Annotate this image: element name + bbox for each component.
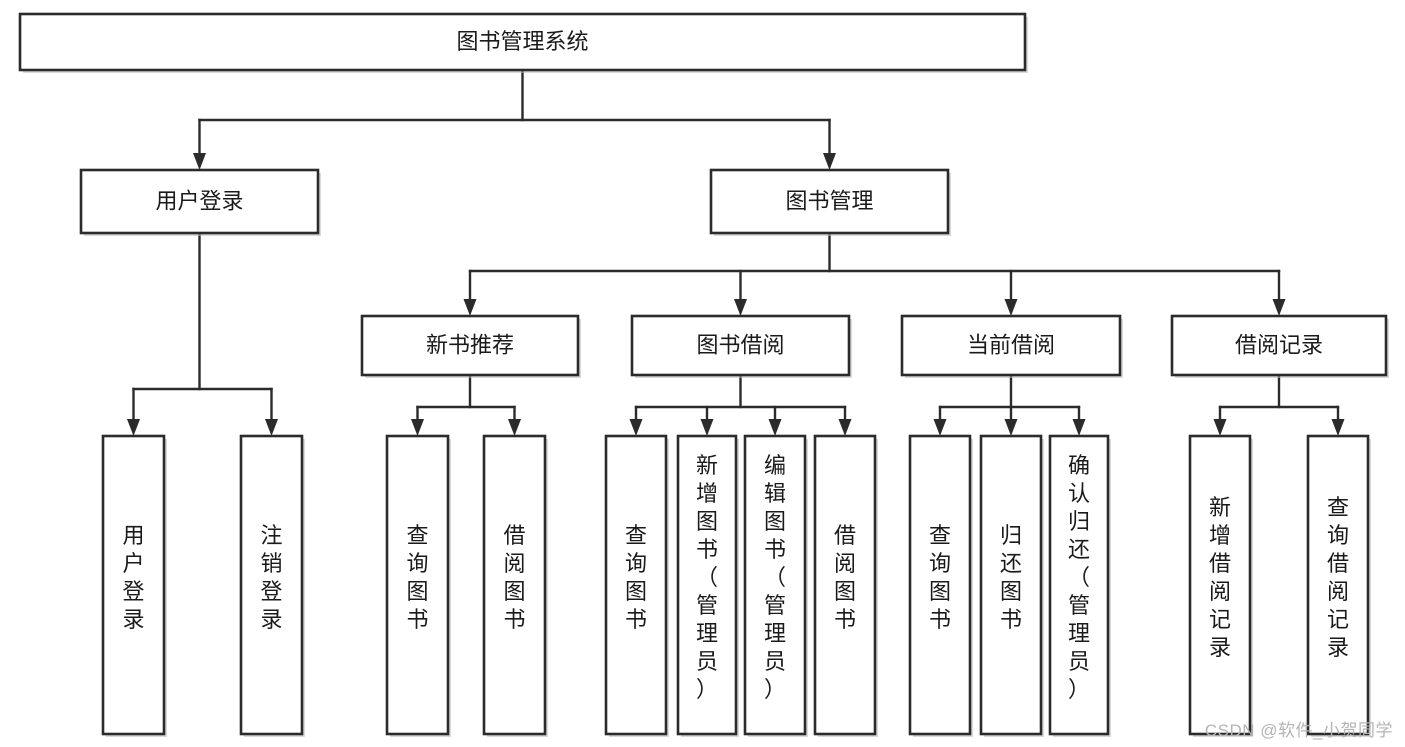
node-box[interactable]	[709, 168, 950, 235]
node-leaf-add-book[interactable]: 新增图书（管理员）	[676, 434, 739, 737]
node-leaf-query-book-3[interactable]: 查询图书	[908, 434, 973, 737]
watermark-label: CSDN @软件_小贺同学	[1204, 721, 1393, 740]
node-label: 借阅记录	[1235, 332, 1323, 357]
node-box[interactable]	[385, 434, 450, 736]
node-label: 图书借阅	[696, 332, 784, 357]
node-user-login[interactable]: 用户登录	[79, 168, 321, 236]
node-box[interactable]	[743, 434, 807, 736]
node-label: 编辑图书（管理员）	[764, 453, 786, 702]
node-box[interactable]	[1170, 314, 1388, 377]
arrow-head-icon	[768, 419, 782, 436]
edge-group-book-borrow	[629, 373, 852, 436]
arrow-head-icon	[700, 419, 714, 436]
node-label: 图书管理	[785, 188, 873, 213]
arrow-head-icon	[411, 419, 424, 436]
node-box[interactable]	[482, 434, 547, 736]
edge-group-new-book-recommend	[411, 373, 521, 436]
node-box[interactable]	[813, 434, 877, 736]
node-label: 当前借阅	[967, 332, 1055, 357]
arrow-head-icon	[838, 419, 852, 436]
node-label: 新增图书（管理员）	[696, 453, 718, 702]
arrow-head-icon	[1004, 299, 1018, 316]
node-label: 用户登录	[155, 188, 243, 213]
arrow-head-icon	[463, 299, 477, 316]
node-box[interactable]	[101, 434, 166, 736]
node-leaf-logout[interactable]: 注销登录	[239, 434, 305, 737]
node-box[interactable]	[979, 434, 1043, 736]
node-label: 借阅图书	[834, 523, 856, 632]
node-box[interactable]	[900, 314, 1122, 377]
arrow-head-icon	[193, 153, 206, 170]
node-root[interactable]: 图书管理系统	[18, 12, 1028, 73]
node-new-book-recommend[interactable]: 新书推荐	[360, 314, 581, 378]
node-label: 查询图书	[929, 523, 951, 632]
node-leaf-borrow-book-2[interactable]: 借阅图书	[813, 434, 878, 737]
node-box[interactable]	[1048, 434, 1110, 736]
arrow-head-icon	[734, 299, 747, 316]
node-layer: 图书管理系统用户登录图书管理新书推荐图书借阅当前借阅借阅记录用户登录注销登录查询…	[18, 12, 1389, 737]
arrow-head-icon	[1004, 419, 1018, 436]
node-leaf-user-login[interactable]: 用户登录	[101, 434, 167, 737]
node-label: 借阅图书	[503, 523, 525, 632]
edge-group-book-manage	[463, 231, 1286, 316]
arrow-head-icon	[1272, 299, 1286, 316]
node-box[interactable]	[1306, 434, 1370, 736]
edge-layer	[127, 68, 1345, 436]
arrow-head-icon	[1331, 419, 1345, 436]
node-leaf-borrow-book-1[interactable]: 借阅图书	[482, 434, 548, 737]
edge-group-current-borrow	[933, 373, 1086, 436]
node-leaf-query-book-2[interactable]: 查询图书	[604, 434, 669, 737]
node-box[interactable]	[18, 12, 1027, 72]
node-borrow-record[interactable]: 借阅记录	[1170, 314, 1389, 378]
node-book-manage[interactable]: 图书管理	[709, 168, 951, 236]
arrow-head-icon	[1213, 419, 1227, 436]
arrow-head-icon	[1072, 419, 1086, 436]
node-leaf-query-record[interactable]: 查询借阅记录	[1306, 434, 1371, 737]
node-leaf-query-book-1[interactable]: 查询图书	[385, 434, 451, 737]
node-label: 查询借阅记录	[1327, 495, 1349, 660]
edge-group-root	[193, 68, 836, 170]
node-current-borrow[interactable]: 当前借阅	[900, 314, 1123, 378]
node-box[interactable]	[360, 314, 580, 377]
arrow-head-icon	[933, 419, 947, 436]
node-leaf-add-record[interactable]: 新增借阅记录	[1188, 434, 1253, 737]
node-leaf-edit-book[interactable]: 编辑图书（管理员）	[743, 434, 808, 737]
node-label: 注销登录	[260, 523, 282, 632]
arrow-head-icon	[508, 419, 521, 436]
node-label: 图书管理系统	[456, 29, 588, 54]
node-box[interactable]	[630, 314, 851, 377]
node-label: 查询图书	[625, 523, 647, 632]
node-label: 归还图书	[1000, 523, 1022, 632]
node-label: 新增借阅记录	[1209, 495, 1231, 660]
node-box[interactable]	[676, 434, 738, 736]
node-box[interactable]	[239, 434, 304, 736]
node-box[interactable]	[908, 434, 972, 736]
node-label: 查询图书	[406, 523, 428, 632]
node-box[interactable]	[1188, 434, 1252, 736]
node-label: 确认归还（管理员）	[1068, 453, 1090, 702]
edge-group-borrow-record	[1213, 373, 1345, 436]
node-box[interactable]	[79, 168, 320, 235]
node-book-borrow[interactable]: 图书借阅	[630, 314, 852, 378]
node-label: 新书推荐	[426, 332, 514, 357]
node-leaf-confirm-return[interactable]: 确认归还（管理员）	[1048, 434, 1111, 737]
arrow-head-icon	[629, 419, 643, 436]
node-leaf-return-book[interactable]: 归还图书	[979, 434, 1044, 737]
node-box[interactable]	[604, 434, 668, 736]
arrow-head-icon	[265, 419, 278, 436]
edge-group-user-login	[127, 231, 278, 436]
arrow-head-icon	[823, 153, 836, 170]
arrow-head-icon	[127, 419, 140, 436]
node-label: 用户登录	[122, 523, 144, 632]
